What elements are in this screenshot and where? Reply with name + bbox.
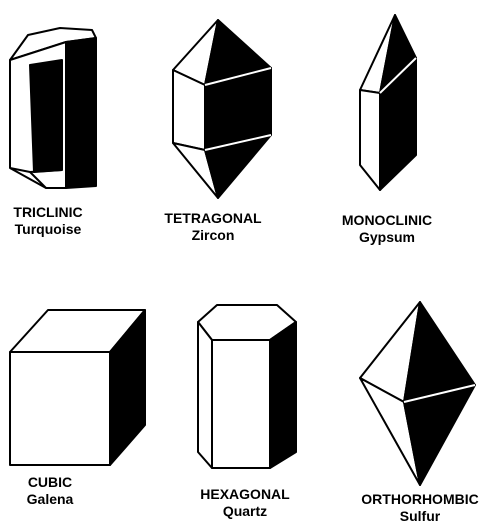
orthorhombic-crystal-icon <box>360 302 475 485</box>
crystal-system-name: CUBIC <box>27 474 74 491</box>
crystal-label-monoclinic: MONOCLINIC Gypsum <box>342 212 432 246</box>
crystal-mineral-name: Zircon <box>164 227 261 244</box>
crystal-system-name: TRICLINIC <box>13 204 82 221</box>
crystal-mineral-name: Turquoise <box>13 221 82 238</box>
crystal-system-name: TETRAGONAL <box>164 210 261 227</box>
tetragonal-crystal-icon <box>173 20 271 198</box>
monoclinic-crystal-icon <box>360 15 416 190</box>
crystal-mineral-name: Galena <box>27 491 74 508</box>
hexagonal-crystal-icon <box>198 305 296 468</box>
crystal-mineral-name: Gypsum <box>342 229 432 246</box>
crystal-system-name: MONOCLINIC <box>342 212 432 229</box>
cubic-crystal-icon <box>10 310 145 465</box>
crystal-mineral-name: Quartz <box>200 503 289 520</box>
triclinic-crystal-icon <box>10 28 96 188</box>
crystal-label-hexagonal: HEXAGONAL Quartz <box>200 486 289 520</box>
crystal-label-orthorhombic: ORTHORHOMBIC Sulfur <box>361 491 478 525</box>
crystal-system-name: HEXAGONAL <box>200 486 289 503</box>
crystal-label-cubic: CUBIC Galena <box>27 474 74 508</box>
crystal-mineral-name: Sulfur <box>361 508 478 525</box>
crystal-label-triclinic: TRICLINIC Turquoise <box>13 204 82 238</box>
crystal-system-name: ORTHORHOMBIC <box>361 491 478 508</box>
crystal-label-tetragonal: TETRAGONAL Zircon <box>164 210 261 244</box>
